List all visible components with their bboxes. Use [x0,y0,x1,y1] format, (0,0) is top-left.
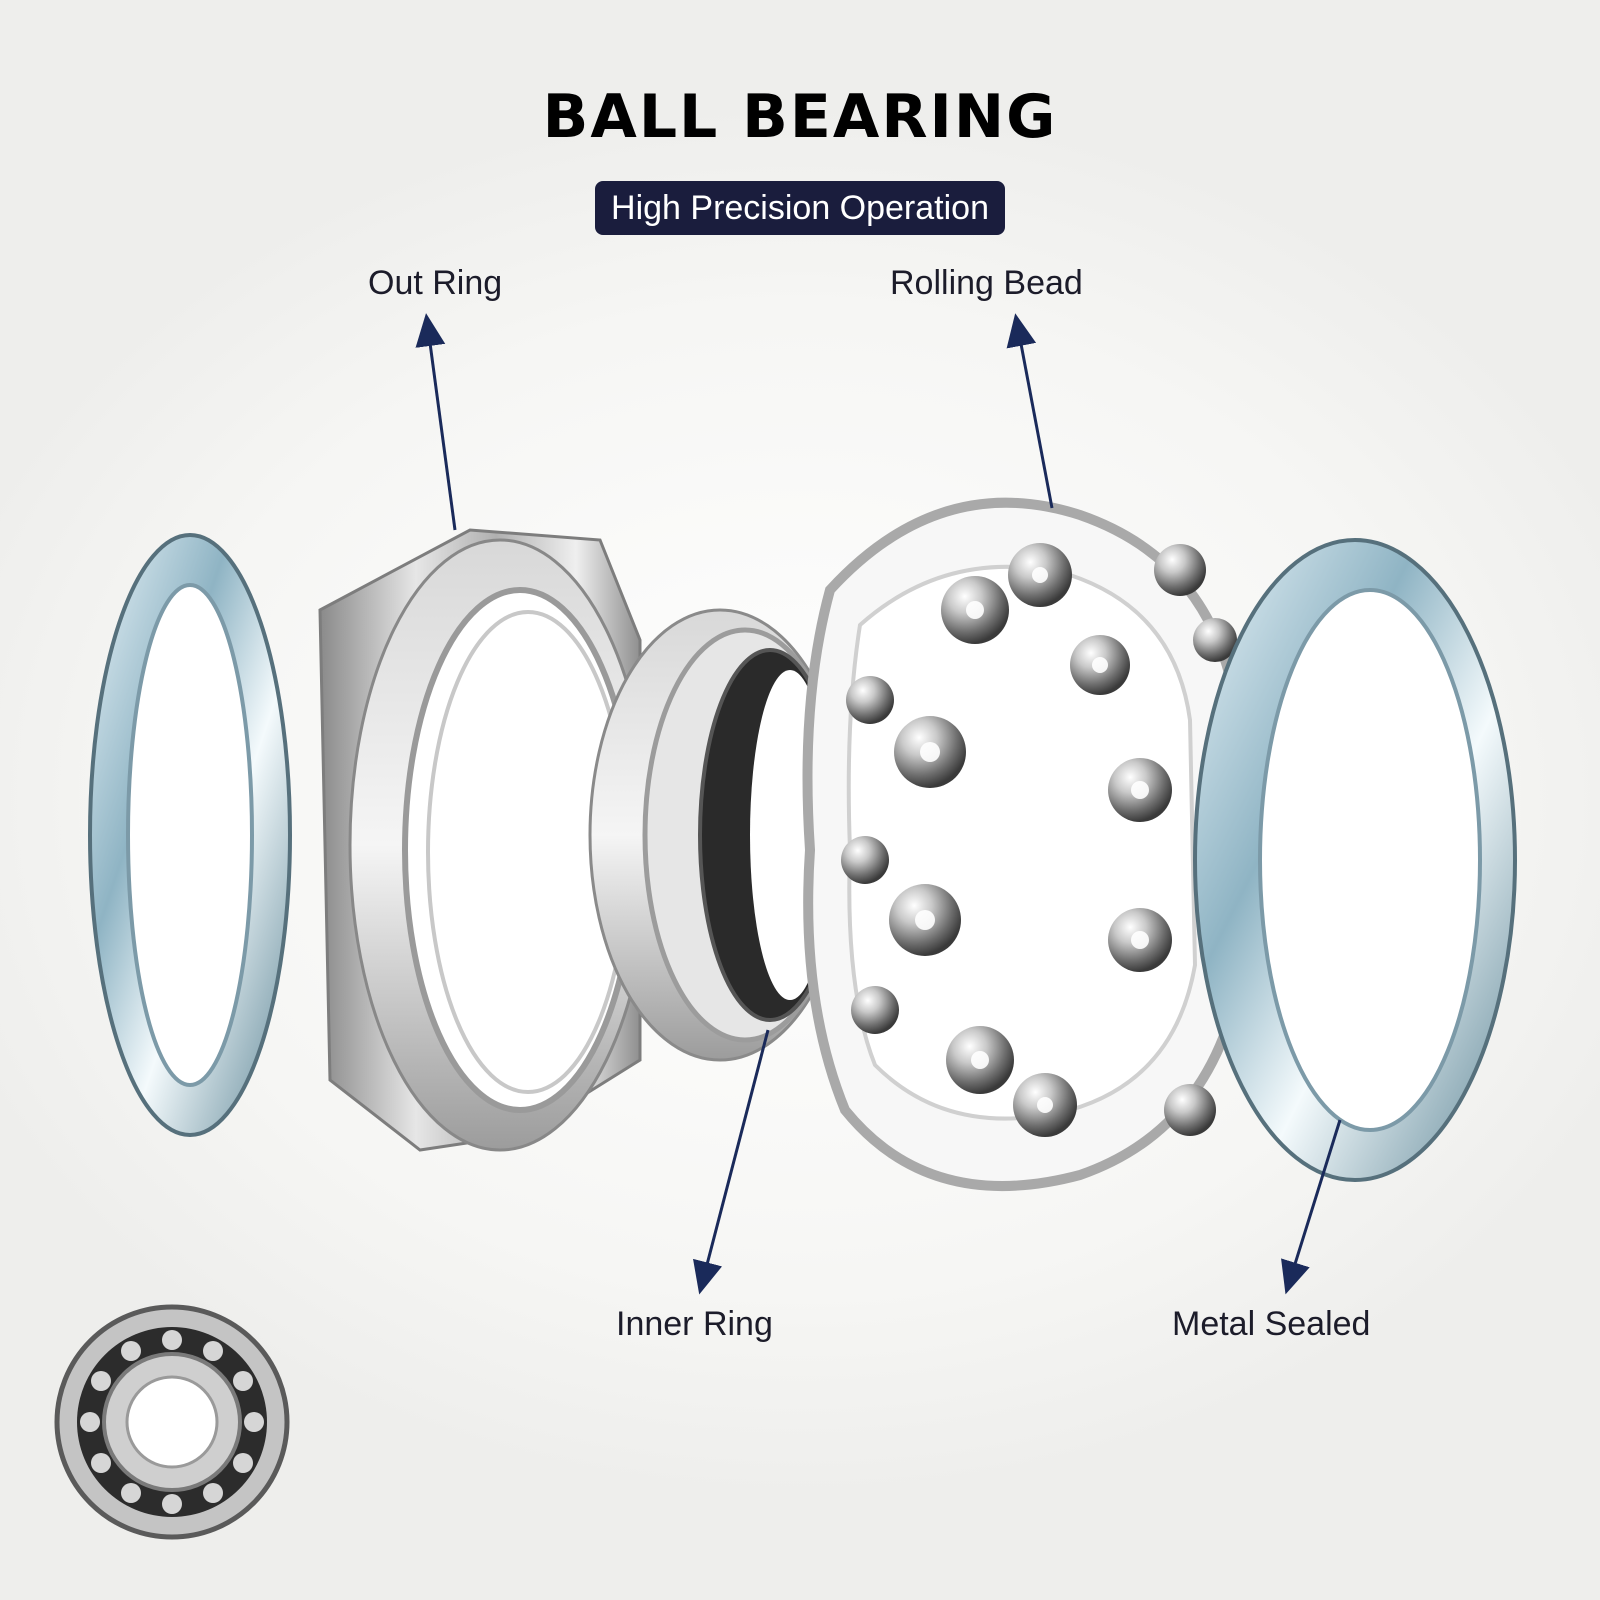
inner-ring-arrow [693,1029,770,1295]
rolling-beads [841,543,1237,1137]
page-title: BALL BEARING [542,82,1058,152]
label-out-ring: Out Ring [368,264,503,302]
ball-cage [802,497,1246,1191]
right-metal-seal [1193,538,1517,1182]
left-metal-seal [88,533,292,1137]
label-inner-ring: Inner Ring [616,1305,773,1343]
subtitle-badge: High Precision Operation [595,181,1005,235]
callout-arrows [415,313,1342,1295]
label-rolling-bead: Rolling Bead [890,264,1083,302]
assembled-bearing-thumbnail [54,1304,290,1540]
rolling-bead-arrow [1006,313,1054,509]
out-ring-arrow [415,313,457,531]
label-metal-sealed: Metal Sealed [1172,1305,1371,1343]
metal-sealed-arrow [1281,1119,1342,1295]
